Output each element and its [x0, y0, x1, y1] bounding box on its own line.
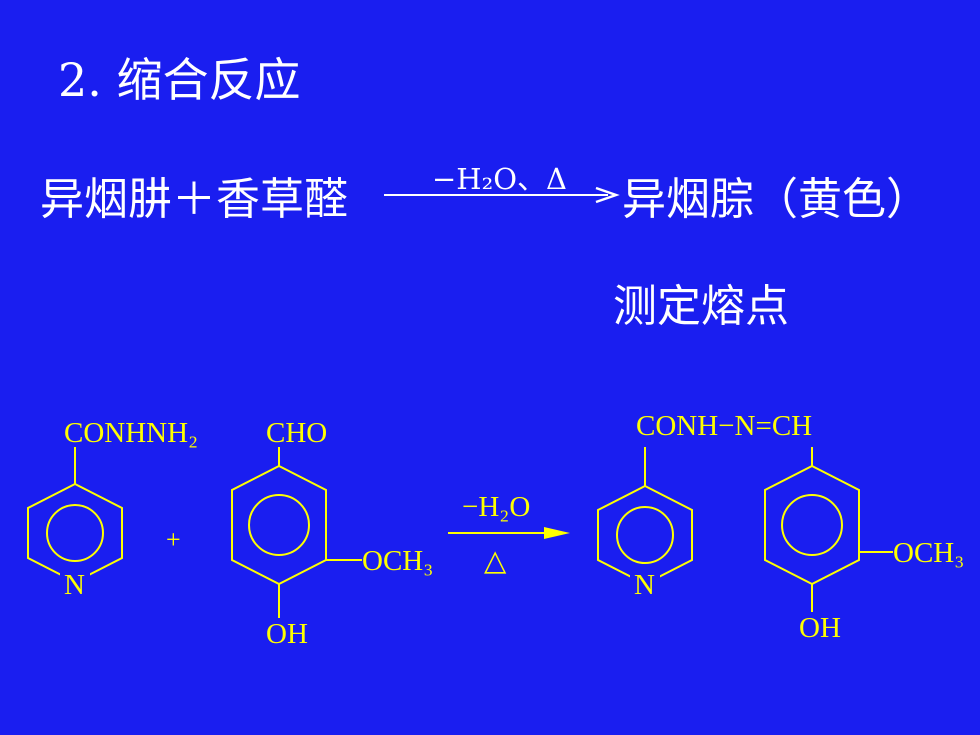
equation-note: 测定熔点 — [613, 281, 789, 332]
product-vanillyl-ring — [764, 447, 893, 612]
vanillin-cho-label: CHO — [266, 417, 327, 449]
equation-reactants: 异烟肼＋香草醛 — [40, 174, 348, 225]
product-n-label: N — [634, 569, 655, 601]
product-pyridine-ring — [597, 447, 693, 586]
product-hydroxy-label: OH — [799, 612, 841, 644]
slide-title: 2. 缩合反应 — [58, 53, 301, 107]
vanillin-hydroxy-label: OH — [266, 618, 308, 650]
isoniazid-ring — [27, 447, 123, 584]
scheme-arrow — [448, 527, 570, 539]
equation-condition: −H₂O、Δ — [432, 162, 567, 196]
isoniazid-group-label: CONHNH₂ — [64, 417, 198, 449]
product-methoxy-label: OCH₃ — [893, 537, 964, 569]
equation-product: 异烟腙（黄色） — [622, 174, 930, 225]
product-group-label: CONH−N=CH — [636, 410, 812, 442]
arrow-bottom-label: △ — [484, 545, 507, 577]
vanillin-ring — [231, 447, 362, 618]
arrow-top-label: −H₂O — [462, 491, 530, 523]
isoniazid-n-label: N — [64, 569, 85, 601]
vanillin-methoxy-label: OCH₃ — [362, 545, 433, 577]
equation-arrow — [384, 186, 620, 204]
plus-sign: + — [166, 525, 181, 554]
